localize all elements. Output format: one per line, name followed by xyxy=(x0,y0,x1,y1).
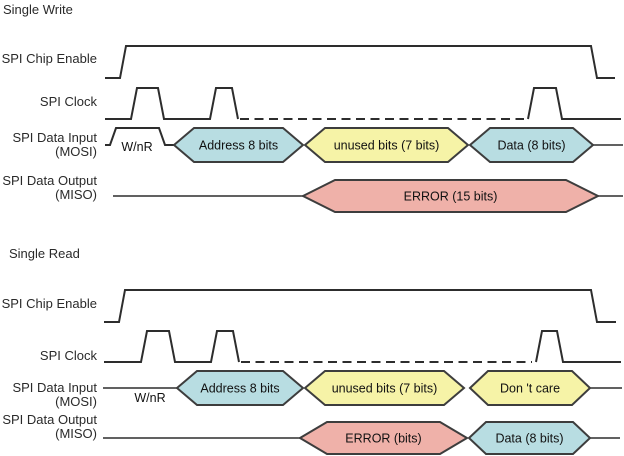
single-write-data-field-hexagon-0 xyxy=(172,127,305,163)
single-write-data-field-hexagon-2 xyxy=(468,127,595,163)
row-label-write-data-input-line2: (MOSI) xyxy=(55,144,97,159)
single-write-wnr-annotation: W/nR xyxy=(121,140,152,154)
row-label-write-data-output-line2: (MISO) xyxy=(55,187,97,202)
row-label-write-data-output: SPI Data Output (MISO) xyxy=(0,174,97,202)
single-read-wnr-annotation: W/nR xyxy=(134,391,165,405)
single-write-mosi-wnr-pulse-waveform xyxy=(105,127,174,146)
row-label-write-data-input-line1: SPI Data Input xyxy=(12,130,97,145)
single-read-data-field-label-2: Don 't care xyxy=(500,382,560,396)
single-read-data-field-label-4: Data (8 bits) xyxy=(495,432,563,446)
row-label-read-data-output: SPI Data Output (MISO) xyxy=(0,413,97,441)
single-read-data-field-hexagon-4 xyxy=(467,421,592,455)
single-read-data-field-hexagon-3 xyxy=(298,421,469,455)
single-write-data-field-hexagon-1 xyxy=(303,127,470,163)
single-write-data-field-label-2: Data (8 bits) xyxy=(497,139,565,153)
single-read-clock-right-waveform xyxy=(535,330,621,363)
row-label-read-data-output-line2: (MISO) xyxy=(55,426,97,441)
single-read-data-field-hexagon-1 xyxy=(303,370,466,406)
row-label-read-data-input: SPI Data Input (MOSI) xyxy=(0,381,97,409)
single-write-data-field-hexagon-3 xyxy=(300,179,601,213)
single-write-data-field-label-0: Address 8 bits xyxy=(199,139,278,153)
single-write-clock-right-waveform xyxy=(527,87,621,120)
row-label-read-data-input-line1: SPI Data Input xyxy=(12,380,97,395)
single-write-data-field-label-1: unused bits (7 bits) xyxy=(334,139,440,153)
single-read-chip-enable-waveform xyxy=(104,289,616,323)
row-label-write-clock: SPI Clock xyxy=(39,94,97,109)
single-read-clock-left-waveform xyxy=(104,330,240,363)
section-title-single-write: Single Write xyxy=(3,2,73,17)
single-read-data-field-label-0: Address 8 bits xyxy=(200,382,279,396)
single-write-chip-enable-waveform xyxy=(105,45,615,79)
row-label-read-data-input-line2: (MOSI) xyxy=(55,394,97,409)
single-read-data-field-label-3: ERROR (bits) xyxy=(345,432,421,446)
single-read-data-field-hexagon-2 xyxy=(468,370,592,406)
single-read-data-field-label-1: unused bits (7 bits) xyxy=(332,382,438,396)
row-label-write-data-output-line1: SPI Data Output xyxy=(2,173,97,188)
single-write-clock-left-waveform xyxy=(105,87,239,120)
row-label-write-chip-enable: SPI Chip Enable xyxy=(1,51,97,66)
section-title-single-read: Single Read xyxy=(9,246,80,261)
row-label-read-chip-enable: SPI Chip Enable xyxy=(1,296,97,311)
row-label-write-data-input: SPI Data Input (MOSI) xyxy=(0,131,97,159)
single-write-data-field-label-3: ERROR (15 bits) xyxy=(404,190,498,204)
row-label-read-clock: SPI Clock xyxy=(39,348,97,363)
single-read-data-field-hexagon-0 xyxy=(175,370,305,406)
row-label-read-data-output-line1: SPI Data Output xyxy=(2,412,97,427)
